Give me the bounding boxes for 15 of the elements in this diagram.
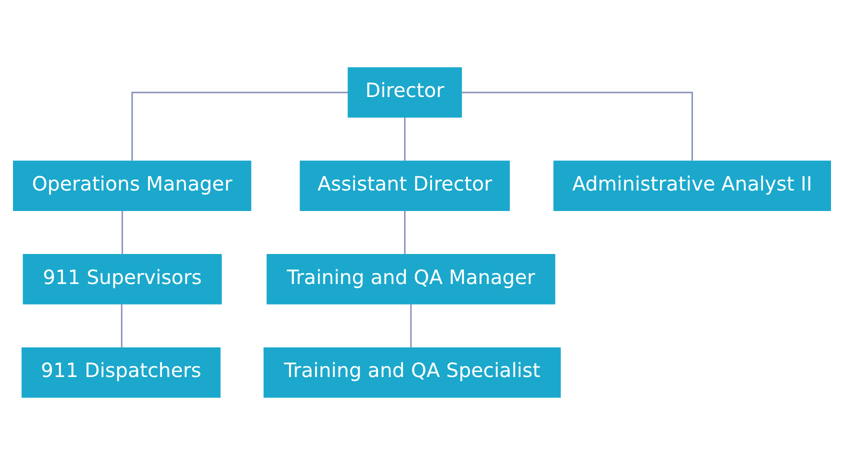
node-box: Assistant Director bbox=[300, 160, 510, 211]
connector bbox=[410, 304, 412, 348]
node-box: 911 Supervisors bbox=[22, 254, 222, 304]
node-box: Training and QA Manager bbox=[266, 254, 556, 304]
connector bbox=[404, 210, 406, 254]
connector bbox=[122, 210, 124, 254]
connector bbox=[404, 118, 406, 162]
node-box: Operations Manager bbox=[13, 160, 252, 211]
connector bbox=[120, 304, 122, 348]
node-box: Administrative Analyst II bbox=[553, 160, 831, 211]
node-box: 911 Dispatchers bbox=[22, 347, 221, 398]
node-box: Director bbox=[348, 67, 462, 118]
connector bbox=[462, 92, 693, 161]
node-box: Training and QA Specialist bbox=[264, 347, 561, 398]
connector bbox=[131, 92, 348, 161]
